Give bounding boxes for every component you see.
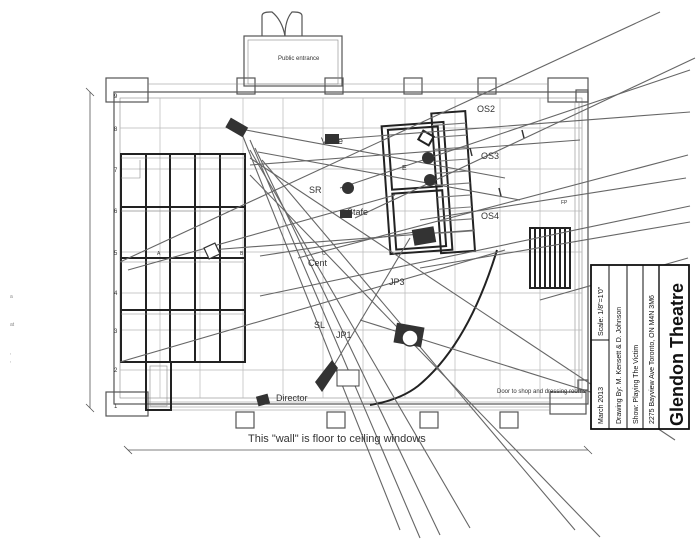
label-stafe: Stafe: [347, 207, 368, 217]
grid-row-5: 5: [114, 251, 118, 257]
label-director: Director: [276, 393, 308, 403]
seating-risers: [120, 153, 246, 411]
title-date: March 2013: [598, 387, 605, 424]
svg-text:,: ,: [10, 358, 11, 364]
title-drawing-by: Drawing By: M. Kensett & D. Johnson: [616, 307, 623, 424]
label-a: A: [157, 251, 161, 257]
stage-platform: [380, 110, 477, 256]
label-c: C: [322, 251, 326, 257]
label-voice: Voice: [321, 136, 343, 146]
label-e: E: [402, 165, 407, 172]
grid-row-4: 4: [114, 291, 118, 297]
svg-text:a: a: [10, 294, 13, 300]
label-os2: OS2: [477, 104, 495, 114]
grid-row-7: 7: [114, 168, 118, 174]
door-note: Door to shop and dressing rooms: [497, 389, 586, 395]
label-os4: OS4: [481, 211, 499, 221]
curved-wall: [369, 249, 498, 406]
grid-row-3: 3: [114, 329, 118, 335]
title-theatre: Glendon Theatre: [667, 283, 687, 426]
title-block: Scale: 1/8"=1'0" March 2013 Drawing By: …: [590, 264, 690, 430]
title-address: 2275 Bayview Ave Toronto, ON M4N 3M6: [649, 295, 656, 424]
label-cent: Cent: [308, 258, 328, 268]
grid-row-8: 8: [114, 127, 118, 133]
grid-row-9: 9: [114, 94, 118, 100]
title-scale: Scale: 1/8"=1'0": [598, 286, 605, 336]
lighting-instruments: [203, 117, 525, 407]
label-sr: SR: [309, 185, 322, 195]
title-show: Show: Playing The Victim: [633, 345, 640, 424]
label-b: B: [240, 251, 244, 257]
grid-row-2: 2: [114, 368, 118, 374]
label-fp: FP: [561, 200, 568, 206]
svg-text:at: at: [10, 322, 15, 328]
margin-marks: a at,,: [10, 294, 15, 364]
public-entrance: Public entrance: [243, 11, 343, 87]
label-sl: SL: [314, 320, 325, 330]
stage-grid: [120, 98, 582, 398]
window-wall-note: This "wall" is floor to ceiling windows: [248, 433, 426, 445]
grid-row-numbers: 9 8 7 6 5 4 3 2 1: [114, 94, 118, 410]
entrance-label: Public entrance: [278, 56, 320, 62]
dimension-lines: [85, 87, 593, 455]
label-os3: OS3: [481, 151, 499, 161]
label-jp3: JP3: [389, 277, 405, 287]
grid-row-6: 6: [114, 209, 118, 215]
stair-unit: [529, 227, 571, 289]
svg-text:,: ,: [10, 350, 11, 356]
area-labels: Voice SR Stafe Cent JP3 SL JP1 Director …: [157, 104, 568, 403]
label-jp1: JP1: [336, 330, 352, 340]
grid-row-1: 1: [114, 404, 118, 410]
